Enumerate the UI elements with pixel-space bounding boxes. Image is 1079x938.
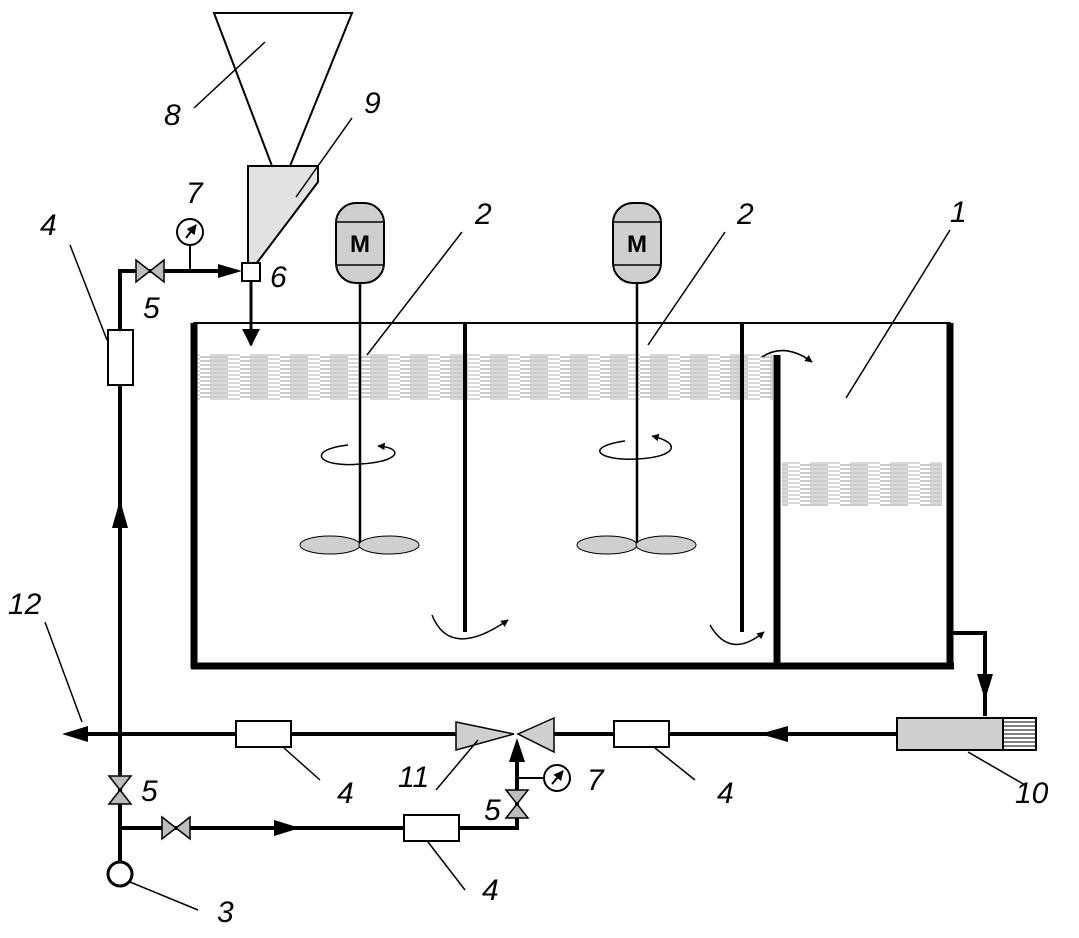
filter-leader — [967, 751, 1026, 786]
label-flowmeter-mid: 4 — [337, 777, 354, 810]
label-valve-top: 5 — [143, 292, 160, 325]
label-flowmeter-right: 4 — [717, 777, 734, 810]
motor-right-label: M — [627, 231, 647, 258]
label-outlet: 12 — [8, 588, 42, 621]
flowmeter-bottom — [403, 814, 460, 842]
pump — [106, 860, 134, 888]
label-mixer-node: 6 — [270, 261, 287, 294]
gauge-top — [176, 218, 204, 271]
valve-top — [135, 258, 165, 284]
label-ejector: 11 — [398, 761, 429, 794]
label-flowmeter-bottom: 4 — [482, 874, 499, 907]
valve-bottom — [504, 789, 530, 819]
tank-leader — [845, 229, 951, 399]
gauge-bottom — [543, 764, 571, 792]
flowmeter-bottom-leader — [427, 841, 466, 891]
flowmeter-left-leader — [69, 244, 108, 341]
pump-leader — [129, 881, 199, 911]
valve-bottom-branch — [161, 815, 191, 841]
label-hopper: 8 — [164, 99, 181, 132]
label-gauge-top: 7 — [186, 177, 204, 210]
mixer-right — [576, 202, 697, 555]
hopper-leader — [193, 41, 266, 109]
outlet-leader — [44, 621, 83, 723]
label-flowmeter-left: 4 — [40, 209, 57, 242]
label-valve-bottom: 5 — [484, 794, 501, 827]
flow-arrow-right — [709, 624, 765, 646]
ejector — [455, 716, 555, 754]
tank — [190, 322, 954, 670]
mixer-node — [241, 262, 261, 282]
label-mixer-right: 2 — [736, 198, 754, 231]
flowmeter-right-leader — [654, 747, 696, 781]
overflow-arrow — [761, 349, 813, 363]
motor-left-label: M — [350, 231, 370, 258]
label-filter: 10 — [1015, 777, 1049, 810]
mixer-right-leader — [647, 231, 726, 346]
ejector-leader — [435, 739, 479, 791]
label-feeder: 9 — [364, 87, 381, 120]
tank-outlet-pipe — [950, 631, 993, 716]
label-mixer-left: 2 — [474, 198, 492, 231]
label-gauge-bottom: 7 — [587, 764, 605, 797]
flowmeter-left — [107, 329, 134, 386]
flowmeter-mid — [235, 720, 292, 748]
mixer-left-leader — [366, 231, 463, 356]
flowmeter-mid-leader — [283, 747, 321, 781]
label-valve-left: 5 — [141, 775, 158, 808]
label-pump: 3 — [217, 896, 234, 929]
valve-left — [107, 775, 133, 805]
feeder-leader — [295, 117, 353, 198]
flowmeter-right — [613, 720, 670, 748]
mixer-left — [299, 202, 420, 555]
filter — [896, 717, 1037, 751]
hopper — [212, 12, 354, 167]
label-tank: 1 — [950, 196, 967, 229]
flow-arrow-left — [431, 614, 509, 640]
